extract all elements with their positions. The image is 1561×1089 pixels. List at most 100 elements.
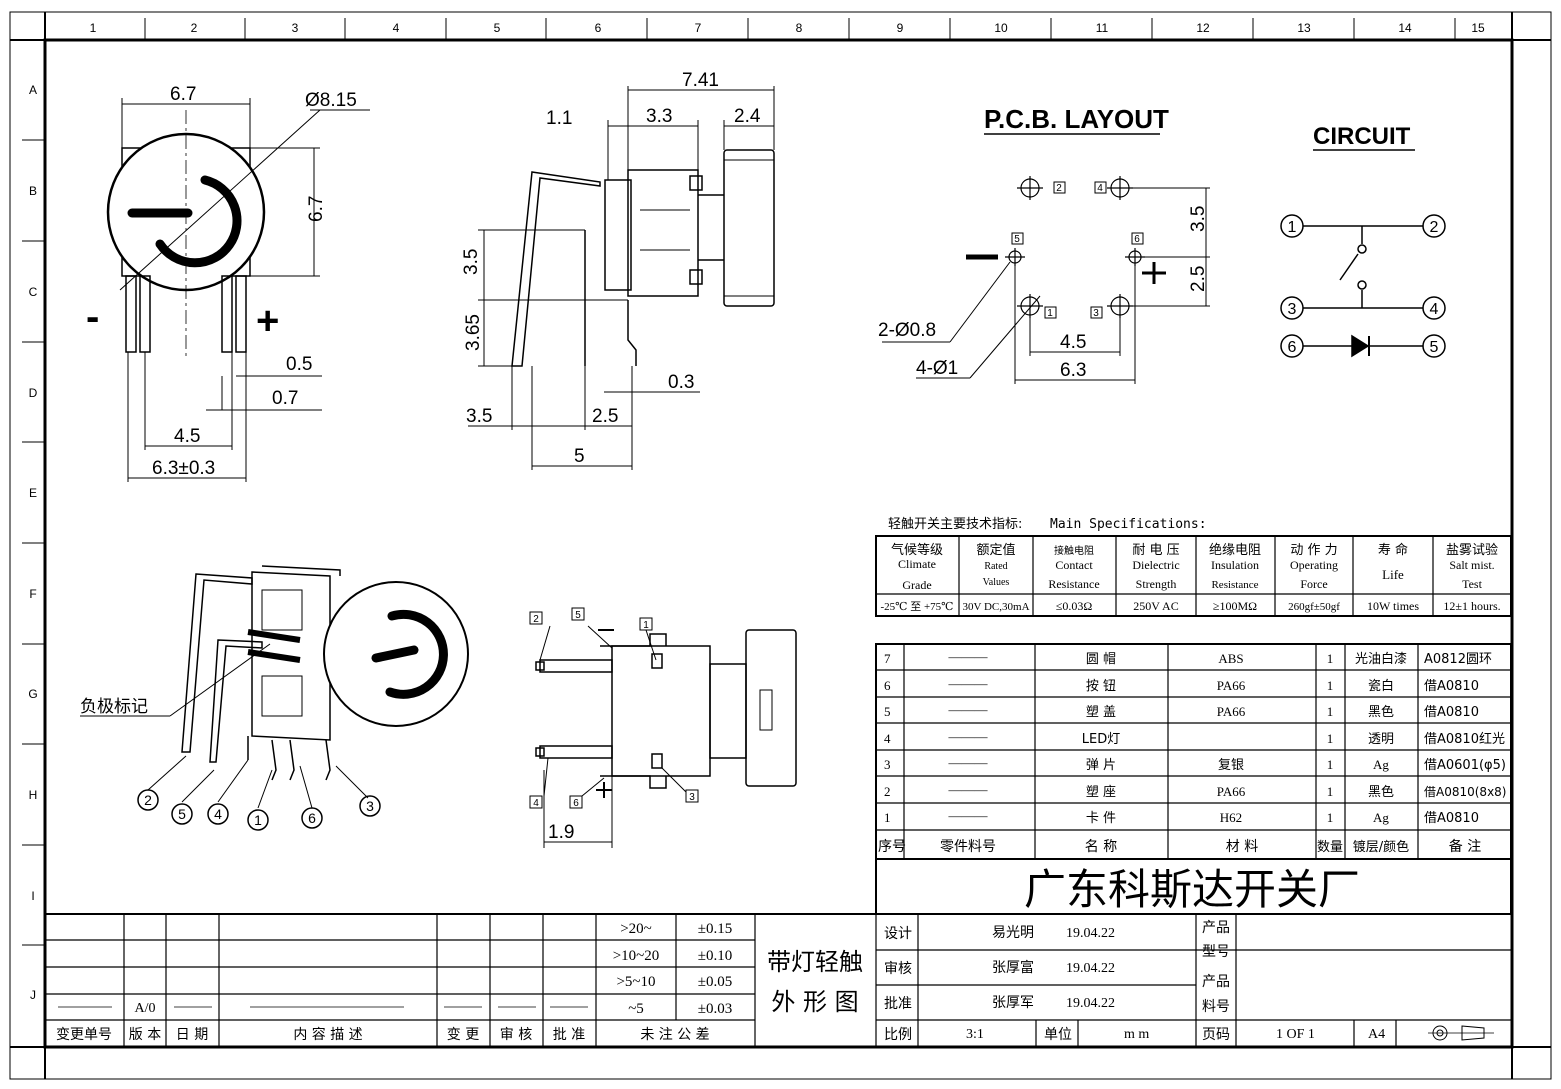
front-dim-height: 6.7 — [306, 196, 327, 222]
spec-cn-climate: 气候等级 — [891, 542, 943, 558]
col-label-7: 7 — [695, 21, 702, 35]
bom-row-finish: 透明 — [1368, 732, 1394, 747]
bom-row-qty: 1 — [1327, 757, 1334, 772]
iso-pin-5: 5 — [178, 806, 186, 822]
spec-en1-insulation: Insulation — [1211, 558, 1259, 572]
spec-cn-salt: 盐雾试验 — [1446, 542, 1498, 558]
approve-date: 19.04.22 — [1066, 996, 1115, 1011]
drawing-title-line-1: 带灯轻触 — [767, 948, 863, 976]
iso-pin-1: 1 — [254, 812, 262, 828]
side-dim-f: 0.3 — [668, 372, 694, 393]
bom-row-name: 圆 帽 — [1086, 651, 1116, 667]
bottom-pad-label-1: 1 — [643, 620, 649, 631]
front-dim-diameter: Ø8.15 — [305, 90, 357, 111]
rev-header-version: 版 本 — [129, 1027, 161, 1043]
iso-pin-6: 6 — [308, 810, 316, 826]
page-label: 页码 — [1202, 1027, 1230, 1043]
iso-pin-2: 2 — [144, 792, 152, 808]
bottom-pad-label-2: 2 — [533, 614, 539, 625]
bom-row-finish: Ag — [1373, 810, 1389, 825]
circuit-node-1: 1 — [1288, 219, 1297, 236]
row-labels: A B C D E F G H I J — [28, 83, 37, 1002]
bom-row-name: 塑 盖 — [1086, 705, 1116, 720]
side-dim-e: 3.65 — [463, 314, 484, 351]
spec-cn-rated: 额定值 — [976, 542, 1015, 558]
spec-val-contact: ≤0.03Ω — [1056, 599, 1093, 613]
bom-row-note: 借A0601(φ5) — [1424, 758, 1506, 773]
unit-label: 单位 — [1044, 1027, 1072, 1043]
tol-range-4: ~5 — [628, 1001, 644, 1017]
pcb-title: P.C.B. LAYOUT — [984, 104, 1169, 134]
circuit-diagram — [1280, 214, 1446, 358]
scale-value: 3:1 — [966, 1027, 984, 1042]
spec-en2-contact: Resistance — [1048, 577, 1099, 591]
tol-value-3: ±0.05 — [698, 974, 732, 990]
bom-row-note: 借A0810(8x8) — [1424, 785, 1506, 799]
front-plus: + — [256, 299, 279, 343]
pcb-pad-label-5: 5 — [1014, 234, 1020, 245]
col-label-8: 8 — [796, 21, 803, 35]
col-label-11: 11 — [1096, 21, 1109, 35]
spec-en2-dielectric: Strength — [1136, 577, 1177, 591]
circuit-node-3: 3 — [1288, 301, 1297, 318]
pcb-dim-h2: 6.3 — [1060, 360, 1086, 381]
bom-header-material: 材 料 — [1226, 839, 1258, 855]
row-label-b: B — [29, 184, 37, 198]
tol-value-4: ±0.03 — [698, 1001, 732, 1017]
pcb-layout-labels: P.C.B. LAYOUT 2 4 5 6 1 3 3.5 2.5 4.5 6.… — [878, 104, 1209, 381]
front-dim-pin-width: 0.5 — [286, 354, 312, 375]
check-name: 张厚富 — [992, 959, 1034, 976]
approve-name: 张厚军 — [992, 995, 1034, 1011]
spec-cn-force: 动 作 力 — [1290, 543, 1337, 558]
row-ticks — [22, 139, 45, 946]
bom-row-qty: 1 — [1327, 678, 1334, 693]
bom-row-qty: 1 — [1327, 731, 1334, 746]
bom-row-note: 借A0810 — [1424, 705, 1479, 720]
side-view — [468, 86, 775, 470]
bom-row-part: ——— — [948, 676, 989, 691]
col-label-15: 15 — [1471, 21, 1485, 35]
circuit-labels: CIRCUIT 1 2 3 4 6 5 — [1288, 123, 1439, 356]
col-label-9: 9 — [897, 21, 904, 35]
front-minus: - — [86, 295, 99, 339]
bom-row-name: 塑 座 — [1086, 785, 1116, 800]
pcb-pad-label-6: 6 — [1134, 234, 1140, 245]
pcb-pad-label-2: 2 — [1056, 183, 1062, 194]
design-label: 设计 — [884, 926, 912, 942]
col-label-6: 6 — [595, 21, 602, 35]
col-label-10: 10 — [994, 21, 1008, 35]
pcb-pad-label-4: 4 — [1097, 183, 1103, 194]
size-value: A4 — [1368, 1027, 1385, 1042]
side-dim-total: 7.41 — [682, 70, 719, 91]
iso-view — [80, 565, 469, 831]
pcb-pad-label-1: 1 — [1047, 308, 1053, 319]
row-label-g: G — [28, 687, 37, 701]
bom-row-material: PA66 — [1217, 704, 1246, 719]
pcb-dim-h1: 4.5 — [1060, 332, 1086, 353]
spec-cn-insulation: 绝缘电阻 — [1209, 542, 1261, 558]
bom-row-material: H62 — [1220, 810, 1242, 825]
scale-label: 比例 — [884, 1027, 912, 1043]
bom-header-finish: 镀层/颜色 — [1353, 839, 1409, 855]
spec-heading-cn: 轻触开关主要技术指标: — [888, 517, 1022, 532]
spec-cn-contact: 接触电阻 — [1054, 544, 1094, 557]
spec-en1-climate: Climate — [898, 557, 936, 571]
spec-val-rated: 30V DC,30mA — [962, 601, 1029, 613]
outer-border — [9, 11, 1552, 1080]
rev-header-change: 变 更 — [447, 1027, 479, 1043]
bom-row-part: ——— — [948, 808, 989, 823]
bottom-pad-label-3: 3 — [689, 792, 695, 803]
side-dim-a: 1.1 — [546, 108, 572, 129]
bom-row-no: 2 — [884, 784, 891, 799]
spec-val-insulation: ≥100MΩ — [1213, 599, 1257, 613]
bom-header-no: 序号 — [878, 839, 906, 855]
bom-row-finish: 黑色 — [1368, 704, 1394, 720]
circuit-node-5: 5 — [1430, 339, 1439, 356]
side-dim-d: 3.5 — [461, 249, 482, 275]
front-dim-pitch: 4.5 — [174, 426, 200, 447]
circuit-title: CIRCUIT — [1313, 123, 1411, 150]
front-view — [106, 98, 370, 482]
side-dim-i: 5 — [574, 446, 585, 467]
bom-row-finish: Ag — [1373, 757, 1389, 772]
bom-row-no: 5 — [884, 704, 891, 719]
